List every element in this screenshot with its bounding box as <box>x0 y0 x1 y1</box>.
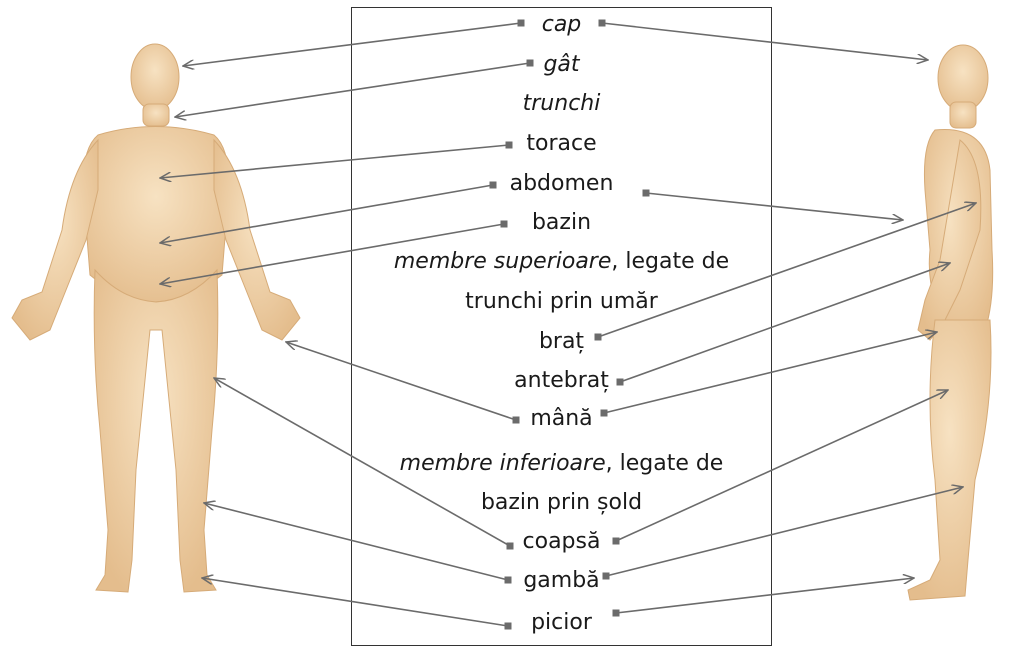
arrow-picior-front-tail <box>505 623 512 630</box>
arrow-antebrat-tail <box>617 379 624 386</box>
arrow-cap-front <box>183 23 521 66</box>
arrow-coapsa-front-tail <box>507 543 514 550</box>
arrow-bazin-tail <box>501 221 508 228</box>
arrow-torace <box>160 145 509 178</box>
arrow-picior-side <box>616 578 914 613</box>
arrow-coapsa-side <box>616 390 948 541</box>
arrow-bazin <box>160 224 504 284</box>
arrow-coapsa-side-tail <box>613 538 620 545</box>
arrow-mana-side-tail <box>601 410 608 417</box>
arrow-cap-front-tail <box>518 20 525 27</box>
arrow-cap-side-tail <box>599 20 606 27</box>
arrow-gat <box>175 63 530 117</box>
arrow-torace-tail <box>506 142 513 149</box>
arrow-picior-front <box>202 578 508 626</box>
arrow-gamba-front-tail <box>505 577 512 584</box>
arrow-mana-front-tail <box>513 417 520 424</box>
arrow-antebrat <box>620 263 950 382</box>
arrow-abdomen-front-tail <box>490 182 497 189</box>
arrow-gamba-front <box>204 503 508 580</box>
arrow-brat-tail <box>595 334 602 341</box>
arrow-picior-side-tail <box>613 610 620 617</box>
arrow-abdomen-side-tail <box>643 190 650 197</box>
arrow-mana-side <box>604 332 937 413</box>
arrow-abdomen-side <box>646 193 903 220</box>
arrow-gamba-side-tail <box>603 573 610 580</box>
arrow-mana-front <box>286 342 516 420</box>
arrow-brat <box>598 203 976 337</box>
arrow-gamba-side <box>606 487 963 576</box>
arrow-cap-side <box>602 23 928 60</box>
arrow-gat-tail <box>527 60 534 67</box>
